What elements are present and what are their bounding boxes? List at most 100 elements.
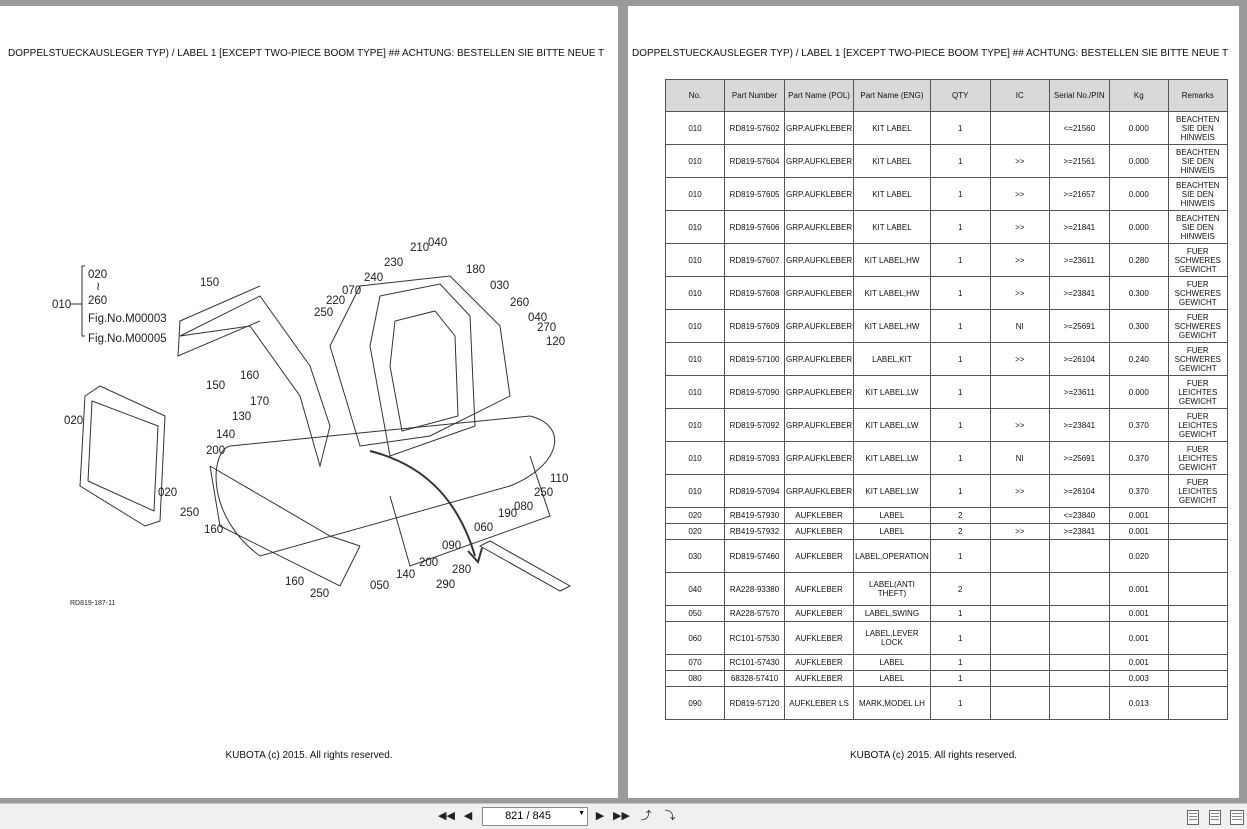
- table-cell: GRP.AUFKLEBER: [783, 111, 855, 145]
- single-page-view-icon[interactable]: [1187, 810, 1199, 825]
- table-cell: RA228-93380: [724, 572, 785, 606]
- table-cell: NI: [989, 309, 1050, 343]
- column-header: Remarks: [1167, 79, 1228, 112]
- table-cell: 1: [929, 243, 991, 277]
- callout-number: 020: [64, 415, 83, 427]
- table-cell: RD819-57607: [724, 243, 785, 277]
- callout-number: 250: [534, 487, 553, 499]
- callout-number: 080: [514, 501, 533, 513]
- prev-page-icon[interactable]: ◀: [463, 810, 473, 822]
- last-page-icon[interactable]: ▶▶: [613, 810, 630, 822]
- table-cell: >=23611: [1048, 375, 1110, 409]
- bracket-label: 020: [88, 269, 107, 281]
- table-cell: 010: [665, 111, 725, 145]
- table-cell: [1167, 621, 1228, 655]
- callout-number: 120: [546, 336, 565, 348]
- table-cell: RD819-57605: [724, 177, 785, 211]
- table-cell: BEACHTEN SIE DEN HINWEIS: [1167, 144, 1228, 178]
- callout-number: 020: [158, 487, 177, 499]
- table-cell: 68328-57410: [724, 670, 785, 687]
- column-header: Serial No./PIN: [1048, 79, 1110, 112]
- callout-number: 260: [510, 297, 529, 309]
- table-cell: [1048, 654, 1110, 671]
- callout-number: 250: [310, 588, 329, 600]
- table-cell: 080: [665, 670, 725, 687]
- table-cell: AUFKLEBER: [783, 572, 855, 606]
- callout-number: 280: [452, 564, 471, 576]
- column-header: Part Number: [724, 79, 785, 112]
- table-cell: >=21841: [1048, 210, 1110, 244]
- table-cell: 0.020: [1108, 539, 1169, 573]
- table-cell: RC101-57430: [724, 654, 785, 671]
- table-cell: 0.013: [1108, 686, 1169, 720]
- table-cell: [1048, 539, 1110, 573]
- page-back-icon[interactable]: ⤴: [640, 810, 652, 822]
- column-header: QTY: [929, 79, 991, 112]
- table-cell: 0.370: [1108, 474, 1169, 508]
- continuous-view-icon[interactable]: [1209, 810, 1221, 825]
- column-header: No.: [665, 79, 725, 112]
- callout-number: 050: [370, 580, 389, 592]
- table-cell: 1: [929, 276, 991, 310]
- callout-number: 110: [550, 473, 568, 485]
- table-cell: RD819-57120: [724, 686, 785, 720]
- table-cell: 020: [665, 507, 725, 524]
- table-cell: 0.000: [1108, 144, 1169, 178]
- column-header: Kg: [1108, 79, 1169, 112]
- table-cell: RD819-57606: [724, 210, 785, 244]
- table-cell: FUER LEICHTES GEWICHT: [1167, 375, 1228, 409]
- callout-number: 160: [285, 576, 304, 588]
- callout-number: 240: [364, 272, 383, 284]
- callout-number: 290: [436, 579, 455, 591]
- table-cell: 010: [665, 441, 725, 475]
- callout-number: 170: [250, 396, 269, 408]
- two-page-view-icon[interactable]: [1230, 810, 1244, 825]
- callout-number: 230: [384, 257, 403, 269]
- table-cell: [989, 605, 1050, 622]
- table-cell: AUFKLEBER: [783, 621, 855, 655]
- table-cell: AUFKLEBER: [783, 654, 855, 671]
- table-cell: 1: [929, 605, 991, 622]
- table-cell: 040: [665, 572, 725, 606]
- first-page-icon[interactable]: ◀◀: [438, 810, 455, 822]
- table-cell: 2: [929, 507, 991, 524]
- table-cell: 0.000: [1108, 210, 1169, 244]
- table-cell: >>: [989, 210, 1050, 244]
- next-page-icon[interactable]: ▶: [595, 810, 605, 822]
- table-cell: >>: [989, 523, 1050, 540]
- table-cell: KIT LABEL: [853, 177, 931, 211]
- page-forward-icon[interactable]: ⤵: [664, 810, 676, 822]
- table-cell: MARK,MODEL LH: [853, 686, 931, 720]
- callout-number: 250: [314, 307, 333, 319]
- callout-number: 200: [419, 557, 438, 569]
- table-cell: GRP.AUFKLEBER: [783, 210, 855, 244]
- table-cell: AUFKLEBER: [783, 507, 855, 524]
- table-cell: AUFKLEBER LS: [783, 686, 855, 720]
- page-number-field[interactable]: 821 / 845 ▼: [482, 807, 588, 826]
- table-cell: [1167, 670, 1228, 687]
- page-indicator: 821 / 845: [505, 810, 551, 822]
- table-cell: RD819-57460: [724, 539, 785, 573]
- table-cell: RD819-57602: [724, 111, 785, 145]
- callout-number: 040: [428, 237, 447, 249]
- left-page: DOPPELSTUECKAUSLEGER TYP) / LABEL 1 [EXC…: [0, 6, 618, 798]
- table-cell: 1: [929, 309, 991, 343]
- table-cell: GRP.AUFKLEBER: [783, 144, 855, 178]
- table-cell: 010: [665, 144, 725, 178]
- page-footer: KUBOTA (c) 2015. All rights reserved.: [849, 750, 1018, 761]
- table-cell: RD819-57604: [724, 144, 785, 178]
- callout-number: 190: [498, 508, 517, 520]
- table-cell: 0.370: [1108, 441, 1169, 475]
- table-cell: 2: [929, 523, 991, 540]
- table-cell: KIT LABEL: [853, 210, 931, 244]
- table-cell: [1167, 507, 1228, 524]
- table-cell: >=26104: [1048, 342, 1110, 376]
- table-cell: NI: [989, 441, 1050, 475]
